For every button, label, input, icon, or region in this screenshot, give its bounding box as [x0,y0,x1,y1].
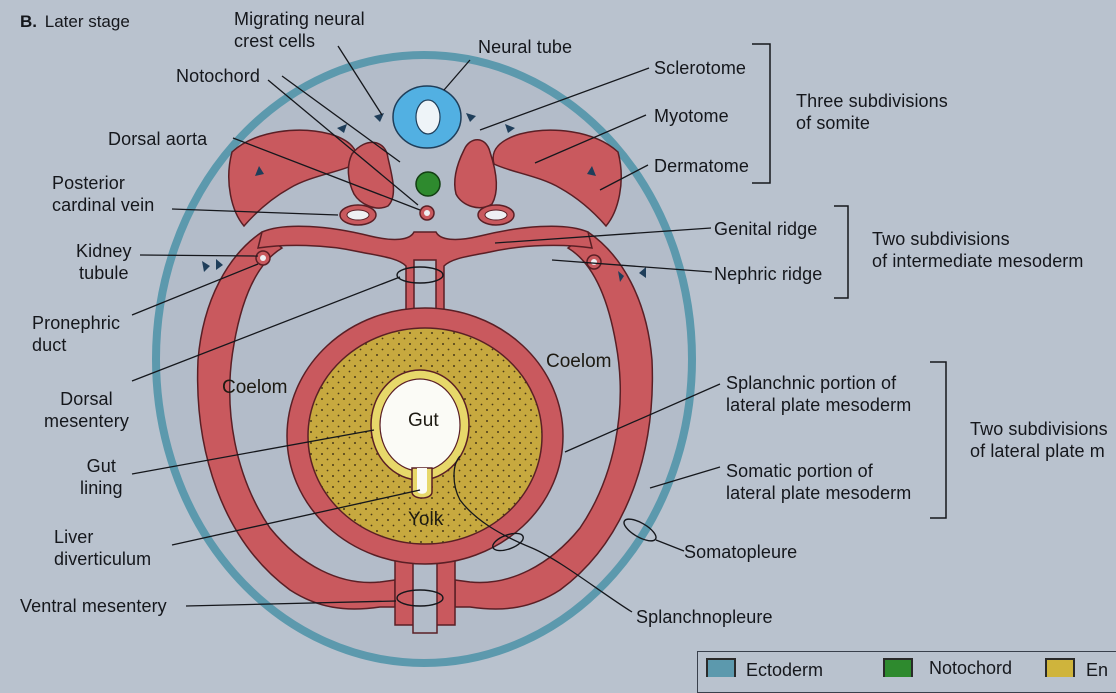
label-pronephric-duct: Pronephric duct [32,312,120,356]
label-notochord: Notochord [176,65,260,87]
label-coelom-right: Coelom [546,351,611,373]
label-dermatome: Dermatome [654,155,749,177]
label-somatic-portion: Somatic portion of lateral plate mesoder… [726,460,911,504]
label-gut: Gut [408,410,439,432]
label-yolk: Yolk [408,509,443,531]
label-two-subdivisions-lateral: Two subdivisions of lateral plate m [970,418,1108,462]
label-nephric-ridge: Nephric ridge [714,263,822,285]
stage-title: B. Later stage [20,12,130,32]
label-posterior-cardinal-vein: Posterior cardinal vein [52,172,154,216]
label-two-subdivisions-intermediate: Two subdivisions of intermediate mesoder… [872,228,1084,272]
legend-ectoderm-label: Ectoderm [746,659,823,681]
label-gut-lining: Gut lining [80,455,123,499]
notochord [416,172,440,196]
legend-notochord-label: Notochord [929,657,1012,679]
embryo-cross-section-diagram [0,0,1116,677]
label-kidney-tubule: Kidney tubule [76,240,132,284]
label-coelom-left: Coelom [222,377,287,399]
label-splanchnic-portion: Splanchnic portion of lateral plate meso… [726,372,911,416]
label-neural-tube: Neural tube [478,36,572,58]
label-somatopleure: Somatopleure [684,541,797,563]
stage-title-text: Later stage [45,12,130,31]
label-migrating-neural-crest: Migrating neural crest cells [234,8,365,52]
label-ventral-mesentery: Ventral mesentery [20,595,167,617]
label-three-subdivisions-somite: Three subdivisions of somite [796,90,948,134]
stage-letter: B. [20,12,37,31]
label-splanchnopleure: Splanchnopleure [636,606,773,628]
legend-endoderm-label: En [1086,659,1108,681]
label-dorsal-mesentery: Dorsal mesentery [44,388,129,432]
label-liver-diverticulum: Liver diverticulum [54,526,151,570]
label-sclerotome: Sclerotome [654,57,746,79]
label-myotome: Myotome [654,105,729,127]
label-dorsal-aorta: Dorsal aorta [108,128,207,150]
label-genital-ridge: Genital ridge [714,218,817,240]
